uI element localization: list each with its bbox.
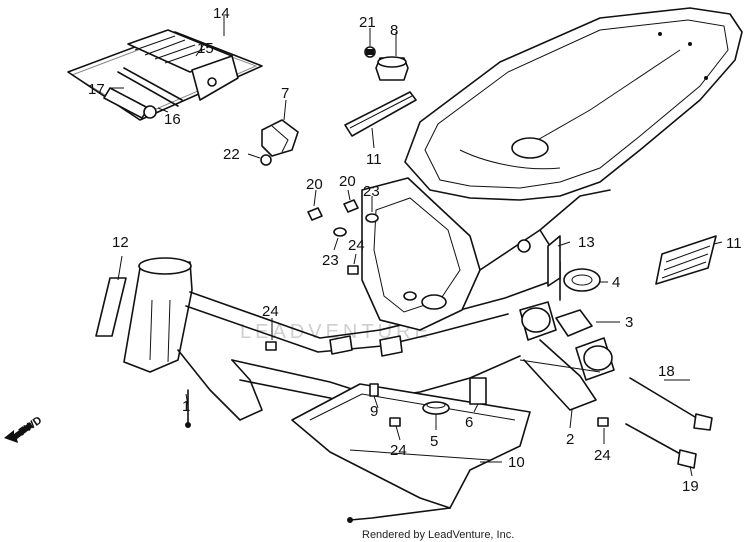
label-24d: 24 (594, 447, 611, 464)
label-8: 8 (390, 22, 398, 39)
label-5: 5 (430, 433, 438, 450)
part-labels: 14 15 17 16 21 8 7 22 11 20 20 23 12 23 … (88, 5, 742, 495)
label-15: 15 (197, 40, 214, 57)
label-23a: 23 (363, 183, 380, 200)
cover-plate-11 (344, 91, 417, 137)
clamp-7 (261, 119, 299, 157)
label-4: 4 (612, 274, 620, 291)
label-21: 21 (359, 14, 376, 31)
label-18: 18 (658, 363, 675, 380)
grommet-5 (422, 401, 450, 415)
label-2: 2 (566, 431, 574, 448)
label-14: 14 (213, 5, 230, 22)
label-12: 12 (112, 234, 129, 251)
floor-cover-illustration (185, 383, 531, 523)
label-23b: 23 (322, 252, 339, 269)
bolt-21 (364, 46, 376, 58)
engine-hanger-illustration (519, 235, 615, 411)
label-6: 6 (465, 414, 473, 431)
label-20a: 20 (306, 176, 323, 193)
strip-12 (95, 277, 127, 337)
label-17: 17 (88, 81, 105, 98)
label-24a: 24 (348, 237, 365, 254)
arrow-icon (4, 422, 33, 443)
label-10: 10 (508, 454, 525, 471)
fasteners (260, 154, 713, 469)
label-11a: 11 (366, 151, 382, 168)
label-3: 3 (625, 314, 633, 331)
fwd-label: FWD (17, 414, 44, 438)
seat-box-illustration (404, 7, 743, 201)
label-24b: 24 (262, 303, 279, 320)
label-11b: 11 (726, 235, 742, 252)
label-1: 1 (182, 398, 190, 415)
leader-lines (110, 16, 723, 477)
label-13: 13 (578, 234, 595, 251)
label-20b: 20 (339, 173, 356, 190)
fwd-arrow: FWD (4, 414, 44, 443)
label-7: 7 (281, 85, 289, 102)
label-16: 16 (164, 111, 181, 128)
label-24c: 24 (390, 442, 407, 459)
footrest-rubber-11 (655, 235, 717, 285)
render-credit: Rendered by LeadVenture, Inc. (362, 529, 514, 541)
main-frame-illustration (123, 177, 611, 421)
label-9: 9 (370, 403, 378, 420)
label-22: 22 (223, 146, 240, 163)
cap-8 (375, 56, 409, 81)
label-19: 19 (682, 478, 699, 495)
tool-kit-illustration (67, 29, 263, 121)
